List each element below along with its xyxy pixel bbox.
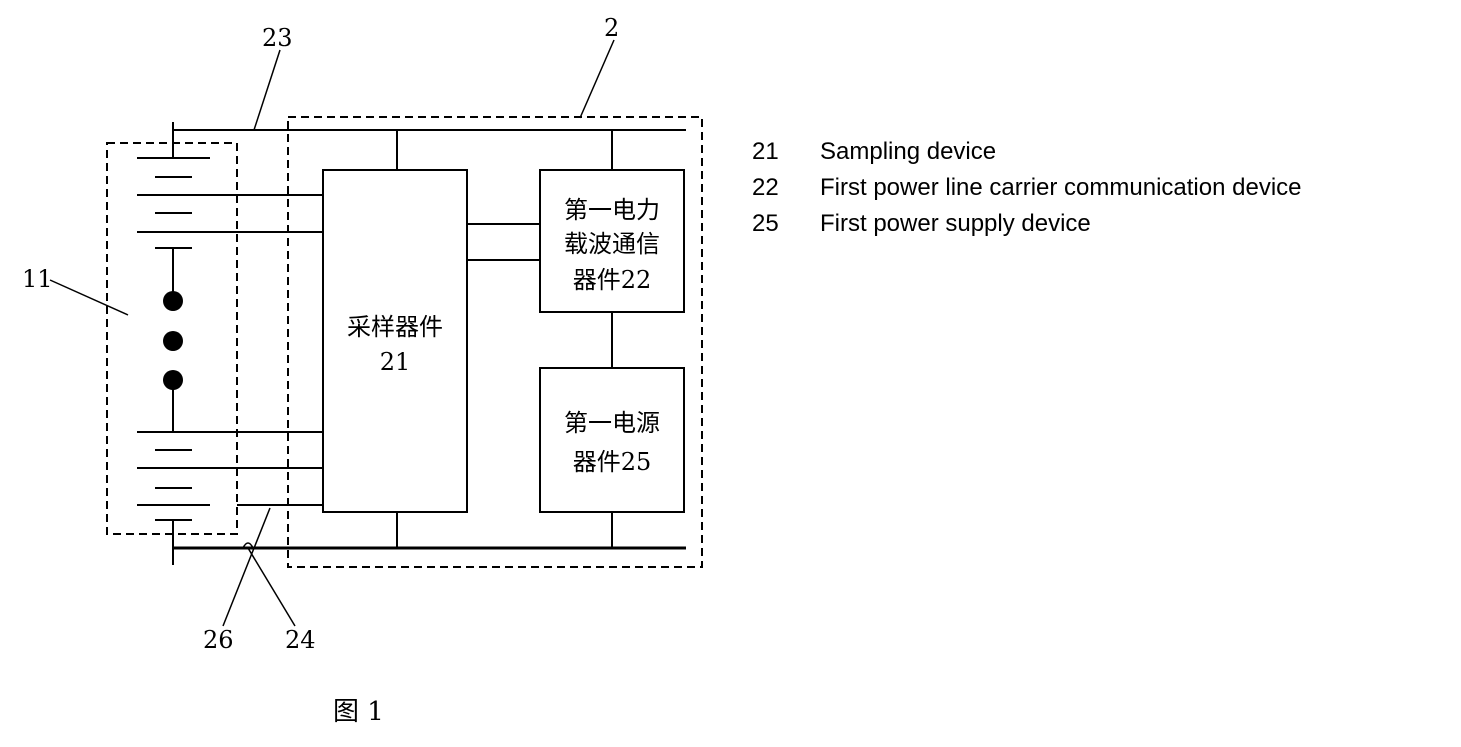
- legend-number: 25: [752, 210, 820, 238]
- sampling-wires: [137, 195, 323, 505]
- ellipsis-dot: [163, 291, 183, 311]
- legend-item: 25 First power supply device: [752, 206, 1302, 242]
- legend-item: 22 First power line carrier communicatio…: [752, 170, 1302, 206]
- battery-cells-bottom: [137, 432, 210, 520]
- figure-caption: 图 1: [333, 697, 384, 727]
- sampling-device-block: [323, 170, 467, 512]
- battery-cells-top: [137, 158, 210, 248]
- ref-label-26: 26: [203, 626, 234, 654]
- legend-number: 22: [752, 174, 820, 202]
- power-label-line2: 器件25: [573, 448, 652, 476]
- ellipsis-dot: [163, 331, 183, 351]
- sampling-label-line1: 采样器件: [347, 313, 443, 341]
- legend-text: Sampling device: [820, 138, 996, 166]
- plc-label-line3: 器件22: [573, 266, 652, 294]
- ref-label-24: 24: [285, 626, 316, 654]
- legend-item: 21 Sampling device: [752, 134, 1302, 170]
- ellipsis-dot: [163, 370, 183, 390]
- ref-label-11: 11: [22, 265, 53, 293]
- ref-label-2: 2: [604, 14, 619, 42]
- sampling-label-line2: 21: [380, 348, 411, 376]
- plc-label-line2: 载波通信: [564, 230, 660, 258]
- power-device-block: [540, 368, 684, 512]
- power-label-line1: 第一电源: [564, 409, 660, 437]
- ref-label-23: 23: [262, 24, 293, 52]
- legend-text: First power line carrier communication d…: [820, 174, 1302, 202]
- plc-label-line1: 第一电力: [564, 196, 660, 224]
- legend-text: First power supply device: [820, 210, 1091, 238]
- legend: 21 Sampling device 22 First power line c…: [752, 134, 1302, 242]
- legend-number: 21: [752, 138, 820, 166]
